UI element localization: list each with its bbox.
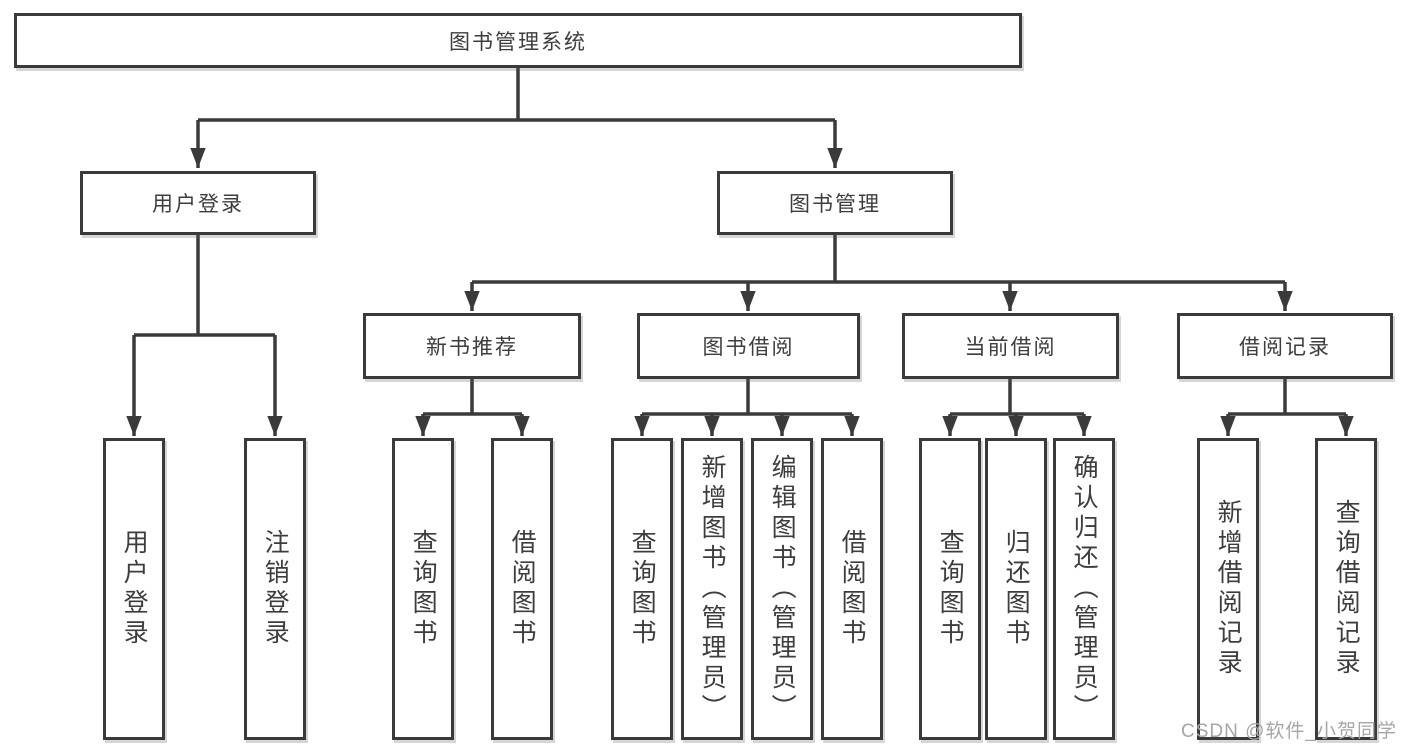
edge-book-borrow-bar (642, 379, 852, 416)
node-label: 图书管理系统 (449, 30, 587, 54)
node-label: 新增借阅记录 (1214, 499, 1243, 679)
node-label: 查询图书 (936, 529, 965, 649)
leaf-borrow-books-borrowing: 借阅图书 (821, 438, 883, 740)
node-book-borrowing: 图书借阅 (637, 313, 860, 379)
node-new-book-recommendation: 新书推荐 (363, 313, 581, 379)
leaf-query-borrow-record: 查询借阅记录 (1315, 438, 1377, 740)
leaf-confirm-return-admin: 确认归还（管理员） (1053, 438, 1115, 740)
node-current-borrowing: 当前借阅 (902, 313, 1119, 379)
leaf-borrow-books-recommend: 借阅图书 (491, 438, 553, 740)
node-label: 查询借阅记录 (1332, 499, 1361, 679)
node-label: 用户登录 (152, 193, 244, 216)
node-user-login-module: 用户登录 (80, 171, 316, 235)
leaf-edit-book-admin: 编辑图书（管理员） (751, 438, 813, 740)
edge-new-book-bar (423, 379, 522, 416)
leaf-add-borrow-record: 新增借阅记录 (1197, 438, 1259, 740)
node-book-management-module: 图书管理 (717, 171, 953, 235)
node-label: 借阅图书 (508, 529, 537, 649)
node-library-system: 图书管理系统 (14, 13, 1022, 68)
node-label: 注销登录 (261, 529, 290, 649)
leaf-logout: 注销登录 (244, 438, 306, 740)
node-label: 查询图书 (628, 529, 657, 649)
leaf-add-book-admin: 新增图书（管理员） (681, 438, 743, 740)
edge-current-borrow-bar (950, 379, 1084, 416)
node-label: 用户登录 (120, 529, 149, 649)
node-label: 图书借阅 (702, 336, 795, 359)
node-label: 图书管理 (789, 193, 881, 216)
node-label: 新增图书（管理员） (698, 454, 727, 724)
node-label: 新书推荐 (426, 336, 518, 359)
tree-edges (126, 68, 1354, 436)
edge-root-bar (198, 68, 835, 122)
node-label: 编辑图书（管理员） (768, 454, 797, 724)
node-borrowing-records: 借阅记录 (1177, 313, 1393, 379)
node-label: 借阅记录 (1239, 336, 1331, 359)
node-label: 当前借阅 (964, 336, 1057, 359)
leaf-query-books-borrowing: 查询图书 (611, 438, 673, 740)
node-label: 借阅图书 (838, 529, 867, 649)
leaf-return-books: 归还图书 (985, 438, 1047, 740)
node-label: 归还图书 (1002, 529, 1031, 649)
node-label: 查询图书 (409, 529, 438, 649)
edge-borrow-records-bar (1228, 379, 1346, 416)
node-label: 确认归还（管理员） (1070, 454, 1099, 724)
leaf-query-books-current: 查询图书 (919, 438, 981, 740)
leaf-user-login: 用户登录 (103, 438, 165, 740)
leaf-query-books-recommend: 查询图书 (392, 438, 454, 740)
edge-user-login-bar (134, 235, 275, 337)
edge-book-mgmt-bar (472, 235, 1285, 284)
csdn-watermark: CSDN @软件_小贺同学 (1181, 721, 1397, 742)
